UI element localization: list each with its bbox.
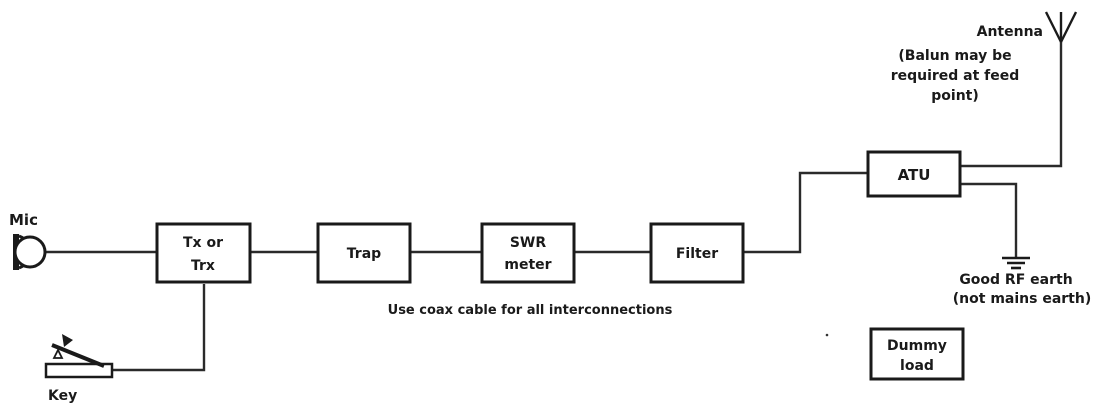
transceiver-label-line1: Tx or [183, 235, 223, 251]
dummy-label-line2: load [900, 358, 934, 374]
coax-note: Use coax cable for all interconnections [388, 303, 673, 318]
trap-box: Trap [316, 222, 412, 284]
atu-antenna-feed [960, 42, 1063, 168]
atu-box: ATU [866, 150, 962, 198]
earth-ground-icon [1002, 256, 1030, 270]
swr-meter-box: SWR meter [480, 222, 576, 284]
balun-note-line3: point) [931, 88, 979, 104]
dummy-load-box: Dummy load [869, 327, 965, 381]
filter-atu-cable [743, 171, 868, 254]
earth-note-line2: (not mains earth) [953, 291, 1091, 307]
atu-earth-lead [960, 182, 1018, 258]
atu-label: ATU [898, 166, 931, 184]
filter-label: Filter [676, 246, 718, 262]
microphone-icon [13, 234, 47, 270]
stray-dot [825, 333, 829, 337]
trap-label: Trap [347, 246, 381, 262]
transceiver-label-line2: Trx [191, 258, 215, 274]
swr-label-line1: SWR [510, 235, 547, 251]
key-label: Key [48, 388, 77, 403]
filter-box: Filter [649, 222, 745, 284]
balun-note-line1: (Balun may be [898, 48, 1011, 64]
transceiver-box: Tx or Trx [155, 222, 252, 284]
balun-note-line2: required at feed [891, 68, 1020, 84]
antenna-icon [1044, 11, 1078, 43]
mic-label: Mic [9, 211, 38, 229]
interconnect-wires [46, 42, 1063, 372]
earth-note-line1: Good RF earth [959, 272, 1072, 288]
swr-label-line2: meter [504, 257, 551, 273]
morse-key-icon [44, 334, 114, 379]
dummy-label-line1: Dummy [887, 338, 947, 354]
antenna-label: Antenna [977, 24, 1043, 40]
key-cable [112, 284, 206, 372]
